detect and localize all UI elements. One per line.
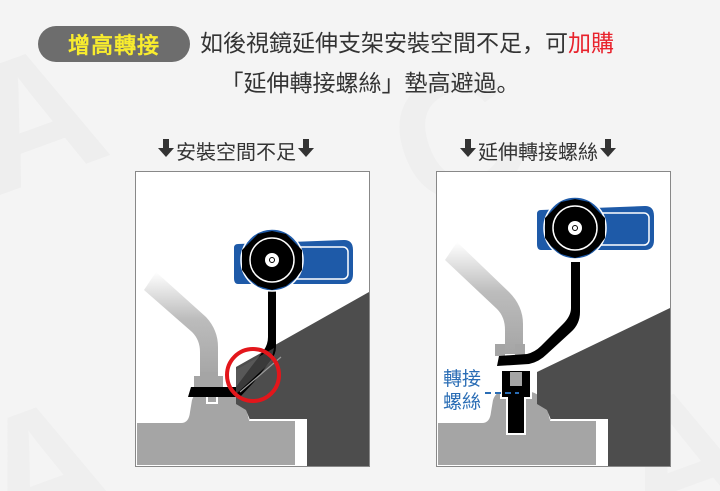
adapter-screw-icon — [500, 369, 532, 435]
extension-bracket-icon — [497, 262, 580, 366]
adapter-screw-label: 轉接 螺絲 — [443, 368, 481, 414]
warning-circle-icon — [225, 347, 281, 403]
down-arrow-icon — [460, 138, 476, 163]
illustration-extension-screw: 轉接 螺絲 — [436, 171, 671, 467]
panel-caption-right: 延伸轉接螺絲 — [460, 136, 616, 165]
down-arrow-icon — [158, 138, 174, 163]
down-arrow-icon — [298, 138, 314, 163]
panel-caption-left: 安裝空間不足 — [158, 136, 314, 165]
headline: 如後視鏡延伸支架安裝空間不足，可加購 — [200, 26, 614, 62]
label-line-1: 轉接 — [443, 368, 482, 390]
label-line-2: 螺絲 — [443, 391, 482, 413]
headline-text: 如後視鏡延伸支架安裝空間不足，可 — [200, 31, 568, 57]
caption-text: 延伸轉接螺絲 — [478, 140, 598, 164]
mirror-arm-icon — [445, 242, 523, 354]
mirror-mount-icon — [537, 196, 654, 260]
subline: 「延伸轉接螺絲」墊高避過。 — [220, 71, 520, 97]
svg-text:A: A — [0, 354, 139, 491]
feature-badge: 增高轉接 — [38, 26, 190, 62]
down-arrow-icon — [600, 138, 616, 163]
mirror-mount-icon — [234, 228, 353, 292]
headline-highlight: 加購 — [568, 31, 614, 57]
header: 增高轉接 如後視鏡延伸支架安裝空間不足，可加購 「延伸轉接螺絲」墊高避過。 — [0, 0, 720, 110]
mirror-arm-icon — [144, 272, 218, 388]
illustration-insufficient-space — [135, 171, 370, 467]
caption-text: 安裝空間不足 — [176, 140, 296, 164]
